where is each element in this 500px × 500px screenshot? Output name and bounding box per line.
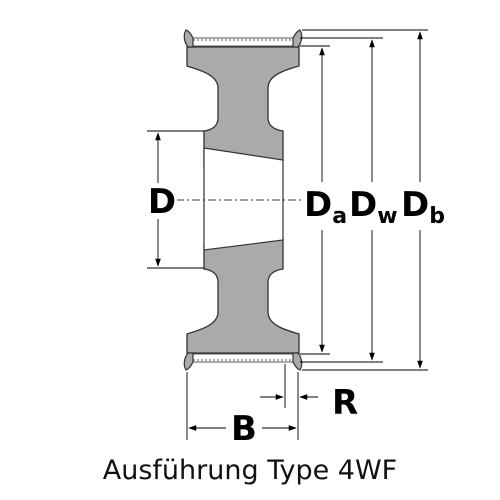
label-outer-diameter: Da [304,185,347,229]
taper-bore [203,147,284,251]
label-bore-diameter: D [148,182,176,222]
caption: Ausführung Type 4WF [102,455,398,486]
label-rim-diameter: Db [401,185,445,229]
rim-flanges [183,29,303,371]
pulley-section-drawing: D Da Dw Db B R [147,29,446,440]
label-pitch-diameter: Dw [349,185,398,229]
label-width: B [231,409,257,440]
extension-lines [147,29,428,440]
pulley-section-bottom [186,237,300,354]
label-radius: R [332,383,358,423]
